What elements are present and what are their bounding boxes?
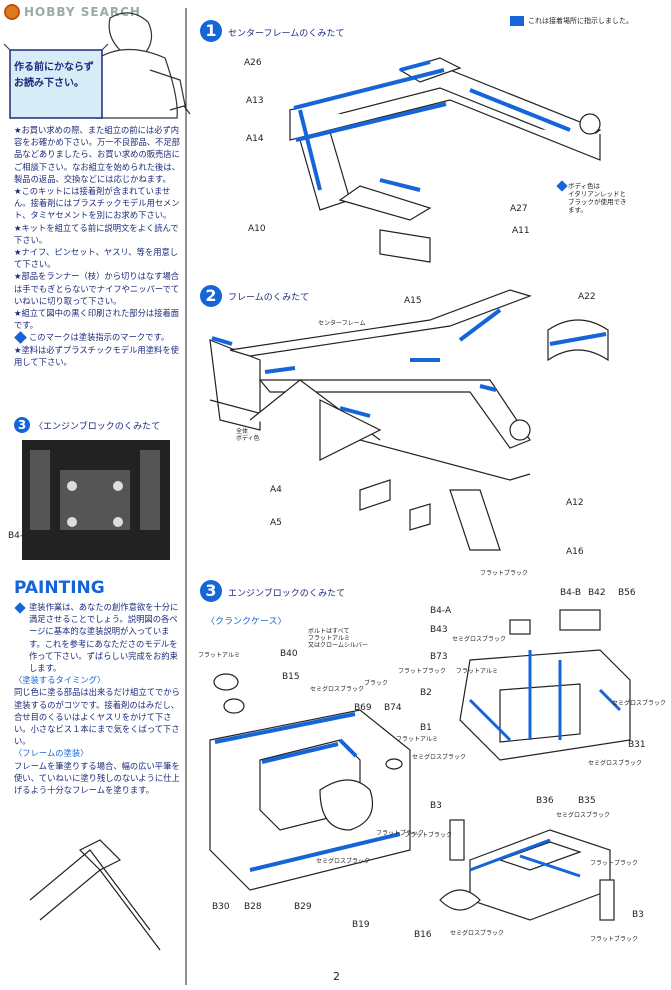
body-color-note: 全体 ボディ色 xyxy=(236,428,260,442)
label: B40 xyxy=(280,649,298,659)
intro-sign: 作る前にかならず お読み下さい。 xyxy=(14,62,94,89)
label: B28 xyxy=(244,902,262,912)
paint-label: セミグロスブラック xyxy=(452,636,507,643)
label: B15 xyxy=(282,672,300,682)
painting-text: 塗装作業は、あなたの創作意欲を十分に満足させることでしょう。説明図の各ページに基… xyxy=(14,602,180,796)
label: B16 xyxy=(414,930,432,940)
paint-label: フラットブラック xyxy=(398,668,447,675)
step2-badge: 2 xyxy=(200,285,222,307)
label: A14 xyxy=(246,134,264,144)
step3-small-title: 〈エンジンブロックのくみたて xyxy=(34,422,161,432)
label: A22 xyxy=(578,292,596,302)
label: B42 xyxy=(588,588,606,598)
logo: HOBBY SEARCH xyxy=(4,4,141,20)
paint-label: フラットアルミ xyxy=(456,668,498,675)
step1-color-note: ボディ色は イタリアンレッドと ブラックが使用でき ます。 xyxy=(556,180,627,214)
paint-label: フラットアルミ xyxy=(198,652,240,659)
step2-title: フレームのくみたて xyxy=(228,293,310,303)
painting-heading: PAINTING xyxy=(14,578,105,598)
step1-title: センターフレームのくみたて xyxy=(228,29,345,39)
paint-label: セミグロスブラック xyxy=(612,700,667,707)
label: B56 xyxy=(618,588,636,598)
step1-badge: 1 xyxy=(200,20,222,42)
paint-label: セミグロスブラック xyxy=(310,686,365,693)
label: B36 xyxy=(536,796,554,806)
glue-mark xyxy=(510,16,524,26)
step3-badge: 3 xyxy=(200,580,222,602)
paint-label: セミグロスブラック xyxy=(556,812,611,819)
paint-label: ブラック xyxy=(364,680,389,687)
label: B3 xyxy=(430,801,442,811)
label: A13 xyxy=(246,96,264,106)
paint-label: フラットブラック xyxy=(590,936,639,943)
label: B74 xyxy=(384,703,402,713)
bolt-note: ボルトはすべて フラットアルミ 又はクロームシルバー xyxy=(308,628,368,649)
label: A16 xyxy=(566,547,584,557)
label: B31 xyxy=(628,740,646,750)
page-number: 2 xyxy=(333,970,340,983)
paint-label: セミグロスブラック xyxy=(412,754,467,761)
label: B4-B xyxy=(8,531,30,541)
label: B29 xyxy=(294,902,312,912)
legend: これは接着場所に指示しました。 xyxy=(510,16,633,26)
label: A5 xyxy=(270,518,282,528)
paint-label: フラットブラック xyxy=(404,832,453,839)
label: B19 xyxy=(352,920,370,930)
paint-label: フラットアルミ xyxy=(396,736,438,743)
label: B1 xyxy=(420,723,432,733)
paint-label: セミグロスブラック xyxy=(588,760,643,767)
label: B73 xyxy=(430,652,448,662)
label: A10 xyxy=(248,224,266,234)
label: B3 xyxy=(632,910,644,920)
center-frame-label: センターフレーム xyxy=(318,320,366,327)
paint-mark-icon xyxy=(14,331,27,344)
label: B43 xyxy=(430,625,448,635)
step3-title: エンジンブロックのくみたて xyxy=(228,589,346,599)
paint-label: フラットブラック xyxy=(480,570,529,577)
step3-sub: 〈クランクケース〉 xyxy=(206,617,287,627)
label: B4-A xyxy=(146,531,168,541)
label: A12 xyxy=(566,498,584,508)
label: A4 xyxy=(270,485,282,495)
label: A26 xyxy=(244,58,262,68)
paint-label: セミグロスブラック xyxy=(316,858,371,865)
gear-icon xyxy=(4,4,20,20)
paint-label: セミグロスブラック xyxy=(450,930,505,937)
notes: ★お買い求めの際、また組立の前には必ず内容をお確かめ下さい。万一不良部品、不足部… xyxy=(14,125,180,367)
label: B35 xyxy=(578,796,596,806)
label: B4-B xyxy=(560,588,582,598)
paint-mark-icon xyxy=(14,602,26,614)
label: B4-A xyxy=(430,606,452,616)
label: B69 xyxy=(354,703,372,713)
label: B30 xyxy=(212,902,230,912)
paint-label: フラットブラック xyxy=(590,860,639,867)
label: A27 xyxy=(510,204,528,214)
label: A15 xyxy=(404,296,422,306)
label: A11 xyxy=(512,226,530,236)
label: B2 xyxy=(420,688,432,698)
step3-small-badge: 3 xyxy=(14,417,30,433)
paint-label: フラットブラック xyxy=(376,830,425,837)
